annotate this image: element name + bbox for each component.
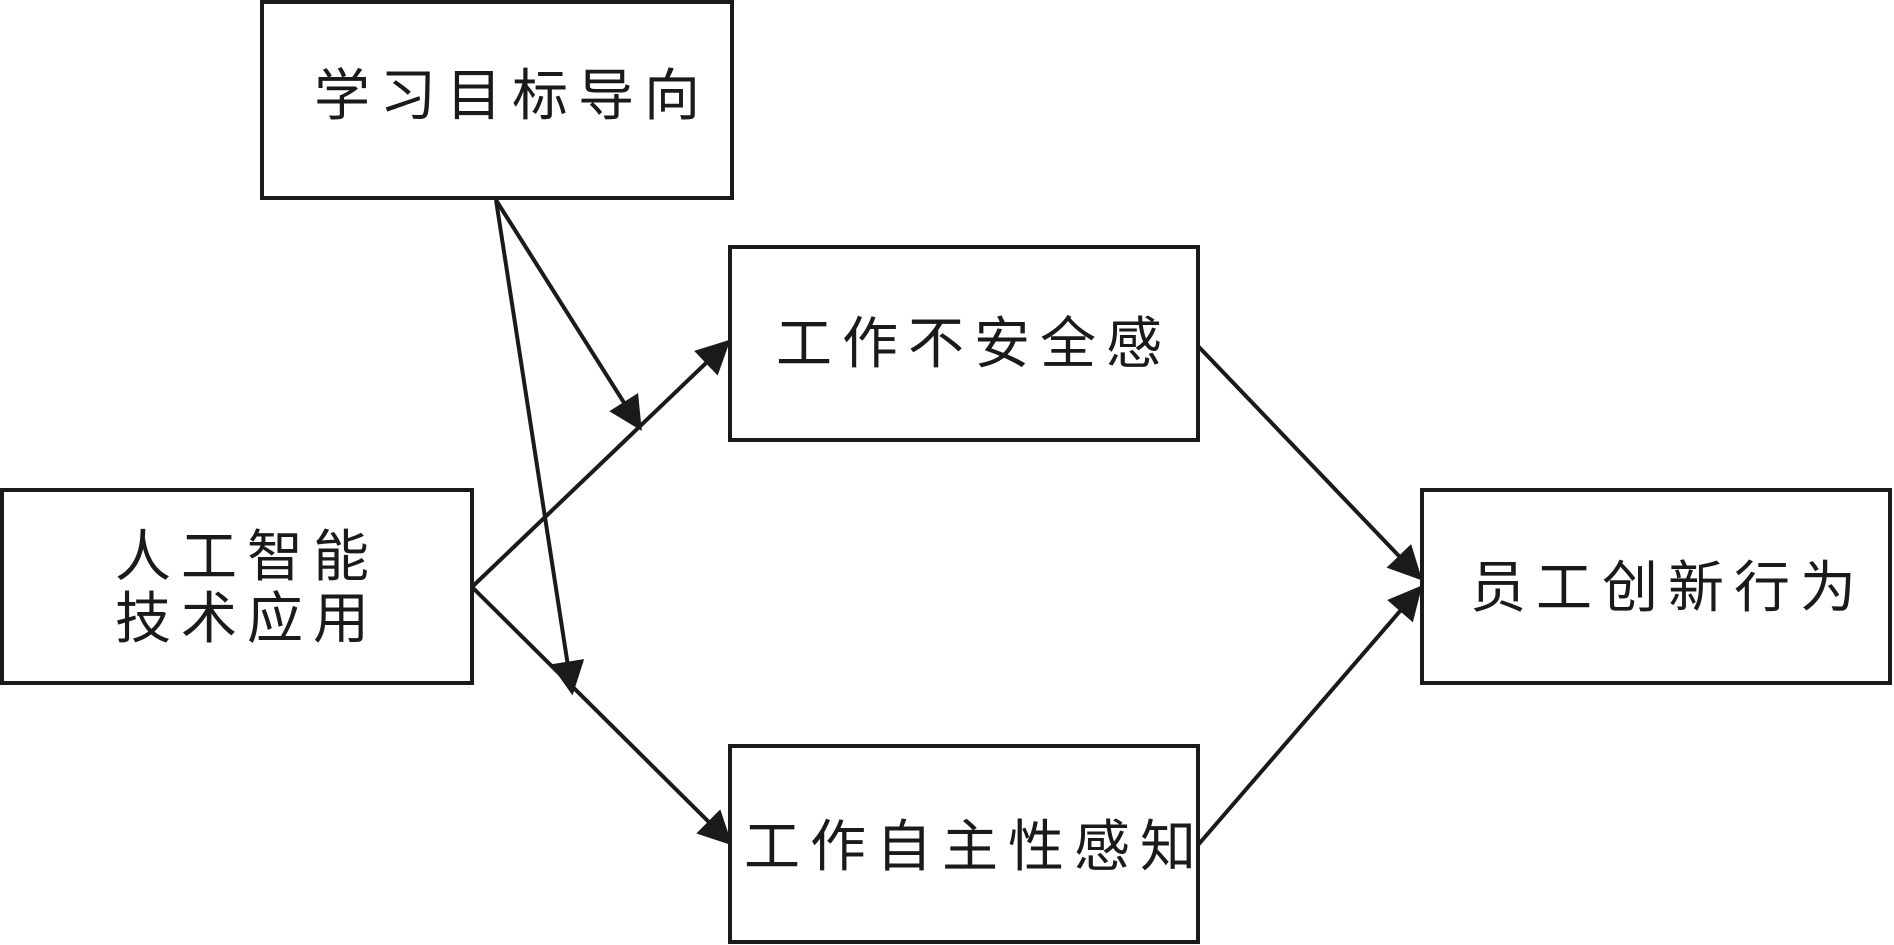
job-autonomy-label: 工作自主性感知 (744, 815, 1206, 880)
ai-application-label-line2: 技术应用 (115, 587, 379, 652)
arrow-insecurity-to-innovation (1196, 344, 1423, 581)
edges (470, 198, 1423, 847)
innovation-behavior-label: 员工创新行为 (1470, 556, 1866, 621)
arrow-ai-to-insecurity (470, 339, 731, 589)
moderation-arrow-goal-to-insecurity-path (494, 198, 642, 431)
arrow-autonomy-to-innovation (1196, 585, 1423, 847)
node-learning-goal-orientation: 学习目标导向 (260, 0, 734, 200)
job-insecurity-label: 工作不安全感 (776, 312, 1172, 377)
learning-goal-label: 学习目标导向 (314, 64, 710, 129)
ai-application-label-line1: 人工智能 (115, 525, 379, 590)
node-job-insecurity: 工作不安全感 (728, 245, 1200, 442)
node-innovation-behavior: 员工创新行为 (1420, 488, 1892, 685)
node-ai-application: 人工智能 技术应用 (0, 488, 474, 685)
moderation-arrow-goal-to-autonomy-path (494, 199, 585, 696)
node-job-autonomy: 工作自主性感知 (728, 744, 1206, 944)
arrow-ai-to-autonomy (470, 585, 733, 846)
